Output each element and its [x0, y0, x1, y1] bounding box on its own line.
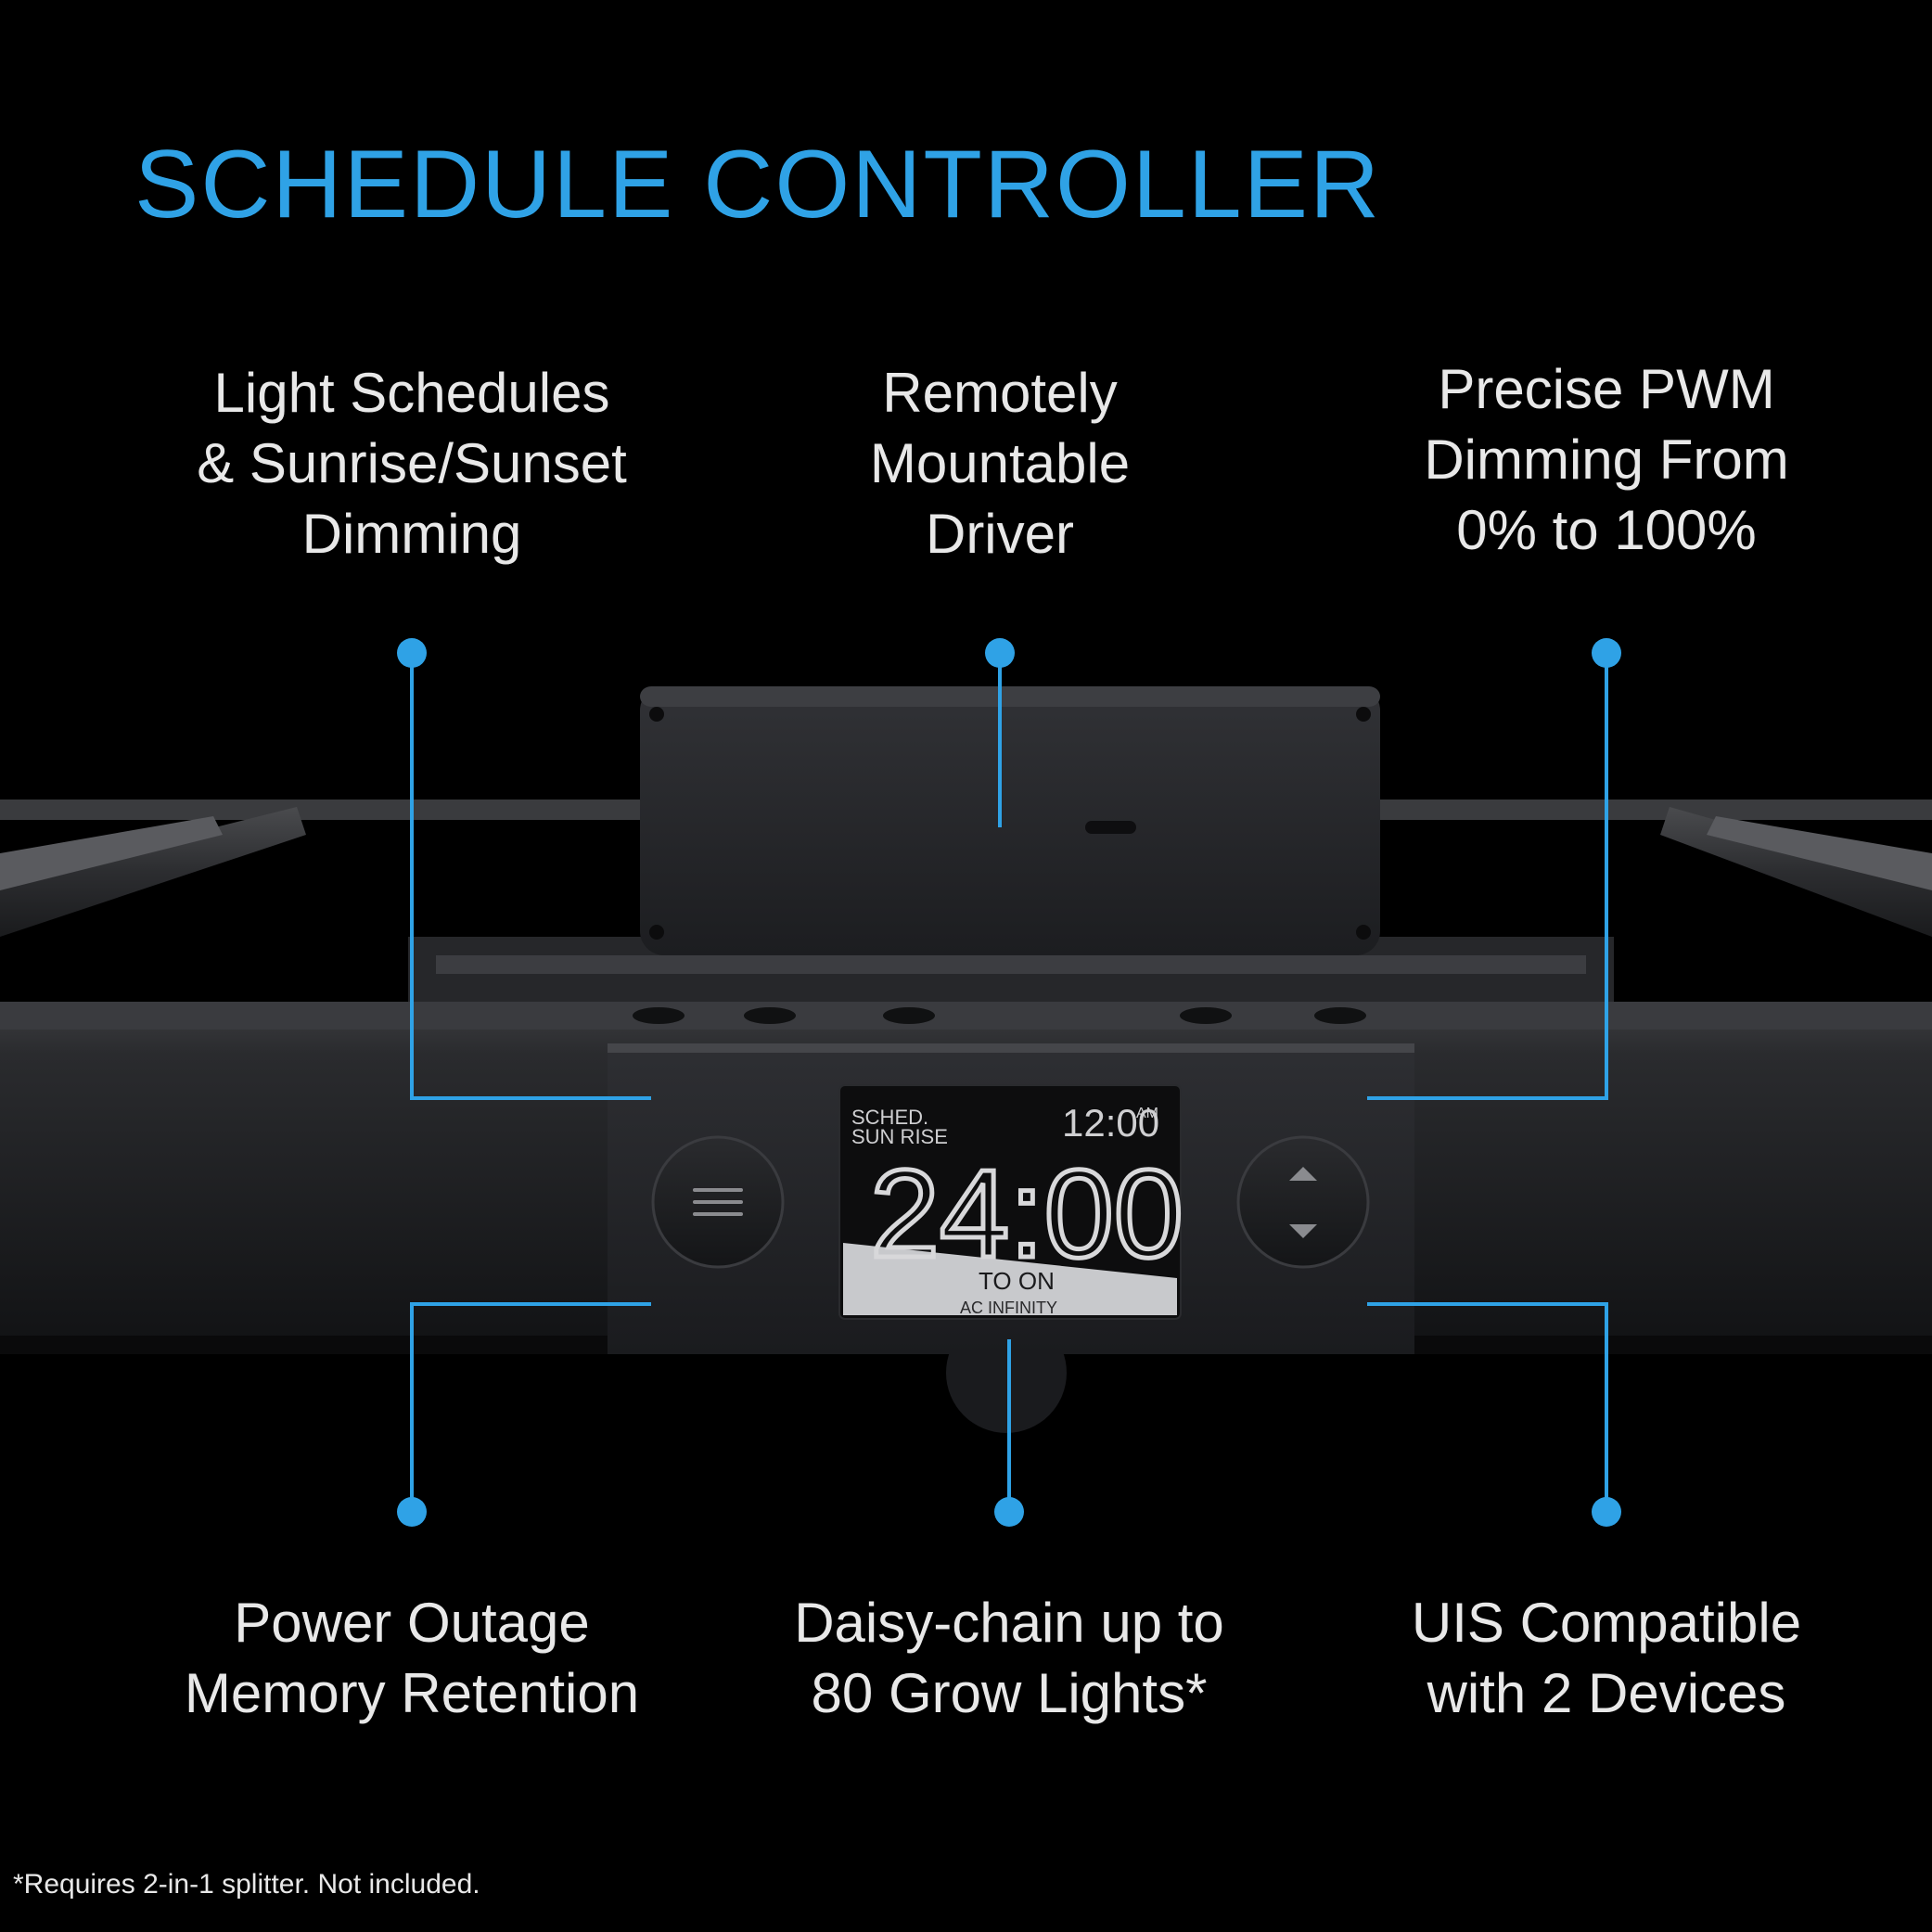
lcd-screen: SCHED. SUN RISE 12:00 AM 24:00 TO ON AC …: [838, 1084, 1185, 1320]
lcd-status: TO ON: [979, 1267, 1055, 1295]
callouts: [397, 638, 1621, 1527]
feature-remote-driver: Remotely Mountable Driver: [869, 362, 1131, 565]
callout-top-right-dot: [1592, 638, 1621, 668]
lcd-clock-suffix: AM: [1136, 1106, 1158, 1121]
feature-memory-retention: Power Outage Memory Retention: [184, 1592, 640, 1724]
triangle-down-icon[interactable]: [1289, 1224, 1317, 1238]
callout-bottom-center-dot: [994, 1497, 1024, 1527]
callout-bottom-right-line: [1367, 1302, 1608, 1512]
lcd-main-value: 24:00: [870, 1144, 1184, 1284]
up-down-button[interactable]: [1236, 1135, 1370, 1269]
callout-top-left-dot: [397, 638, 427, 668]
triangle-up-icon[interactable]: [1289, 1167, 1317, 1181]
menu-icon: [693, 1188, 743, 1216]
callout-top-left-line: [410, 653, 651, 1100]
callout-bottom-left-dot: [397, 1497, 427, 1527]
callout-top-right-line: [1367, 653, 1608, 1100]
lcd-clock: 12:00: [1062, 1101, 1159, 1145]
lcd-mode-line2: SUN RISE: [851, 1125, 948, 1148]
feature-light-schedules: Light Schedules & Sunrise/Sunset Dimming: [197, 362, 627, 565]
feature-uis-compatible: UIS Compatible with 2 Devices: [1411, 1592, 1802, 1724]
driver-box: [640, 686, 1380, 955]
menu-button[interactable]: [651, 1135, 785, 1269]
feature-pwm-dimming: Precise PWM Dimming From 0% to 100%: [1424, 358, 1789, 561]
callout-bottom-right-dot: [1592, 1497, 1621, 1527]
page-title: SCHEDULE CONTROLLER: [134, 131, 1382, 238]
callout-bottom-left-line: [410, 1302, 651, 1512]
lcd-mode-line1: SCHED.: [851, 1106, 928, 1129]
callout-top-center-dot: [985, 638, 1015, 668]
feature-daisy-chain: Daisy-chain up to 80 Grow Lights*: [794, 1592, 1224, 1724]
lcd-brand: AC INFINITY: [960, 1299, 1057, 1317]
footnote: *Requires 2-in-1 splitter. Not included.: [13, 1869, 480, 1900]
